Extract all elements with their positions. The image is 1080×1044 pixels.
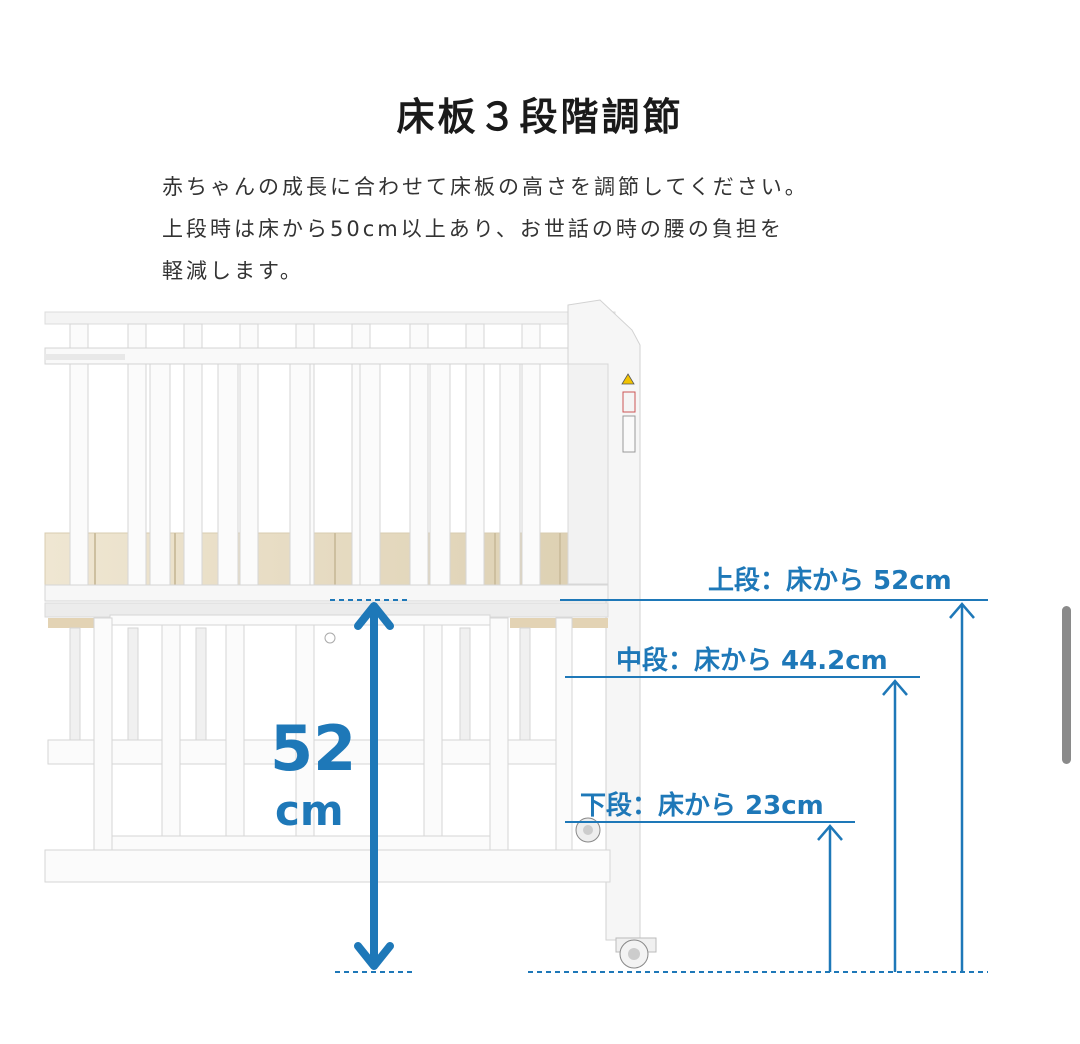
description-line: 赤ちゃんの成長に合わせて床板の高さを調節してください。	[162, 175, 809, 199]
crib-back-top-rail	[44, 311, 616, 325]
warning-label	[621, 373, 636, 453]
vertical-scrollbar[interactable]	[1062, 606, 1071, 764]
description: 赤ちゃんの成長に合わせて床板の高さを調節してください。 上段時は床から50cm以…	[162, 166, 962, 292]
measurement-lines	[330, 599, 988, 973]
middle-level-label: 中段：床から 44.2cm	[616, 646, 888, 676]
description-line: 上段時は床から50cm以上あり、お世話の時の腰の負担を	[162, 217, 784, 241]
lower-level-label: 下段：床から 23cm	[580, 791, 824, 821]
height-value: 52	[270, 712, 357, 785]
crib-front-rail	[44, 347, 609, 365]
crib-lower-gate	[44, 614, 611, 883]
height-unit: cm	[275, 786, 344, 835]
upper-level-label: 上段：床から 52cm	[708, 566, 952, 596]
crib-upper-bars	[69, 323, 541, 587]
crib-board-rail	[44, 584, 609, 602]
gate-hook	[324, 632, 336, 644]
caster-wheel	[575, 817, 657, 969]
page-title: 床板３段階調節	[396, 95, 684, 139]
description-line: 軽減します。	[162, 259, 304, 283]
